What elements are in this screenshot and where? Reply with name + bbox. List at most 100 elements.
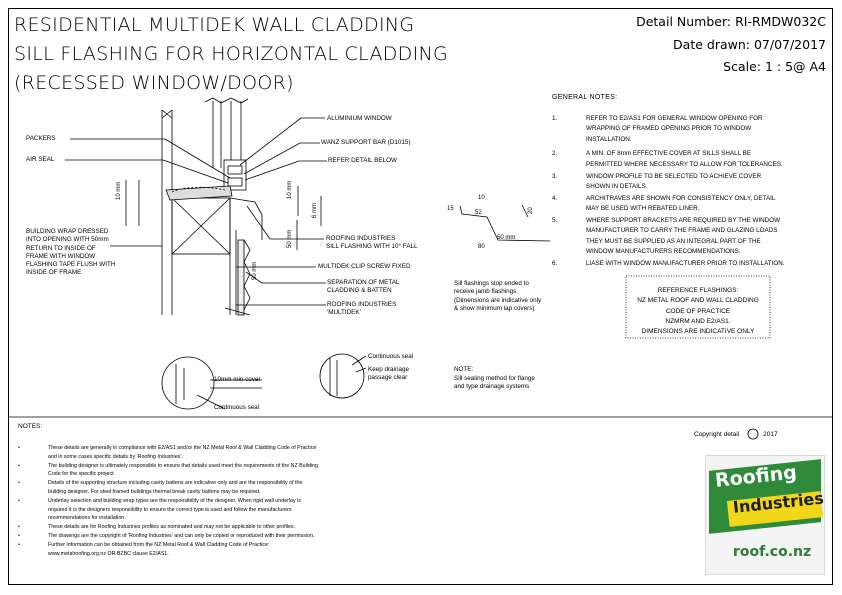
- text-line: receive jamb flashings: [454, 288, 517, 296]
- label-multidek: ROOFING INDUSTRIES 'MULTIDEK': [327, 301, 396, 318]
- text-line: and type drainage systems: [454, 383, 530, 391]
- reference-box: [625, 275, 771, 339]
- bullet-icon: •: [18, 497, 20, 504]
- flashing-dim-50mm: 50 mm: [497, 235, 515, 241]
- dim-10mm-right: 10 mm: [287, 181, 293, 199]
- bullet-icon: •: [18, 541, 20, 548]
- detail-circle-left: [161, 356, 215, 410]
- general-note-text: MAY BE USED WITH REBATED LINER.: [586, 205, 700, 213]
- label-note-heading: NOTE:: [454, 366, 474, 373]
- text-line: SILL FLASHING WITH 10° FALL: [326, 243, 418, 251]
- text-line: FLASHING TAPE FLUSH WITH: [26, 261, 116, 269]
- general-note-text: WRAPPING OF FRAMED OPENING PRIOR TO WIND…: [586, 125, 752, 133]
- text-line: RETURN TO INSIDE OF: [26, 244, 96, 252]
- general-note-text: LIASE WITH WINDOW MANUFACTURER PRIOR TO …: [586, 260, 785, 268]
- note-text: The drawings are the copyright of 'Roofi…: [48, 533, 315, 539]
- note-text: recommendations for installation.: [48, 515, 126, 522]
- note-text: The building designer is ultimately resp…: [48, 462, 318, 469]
- flashing-dim-80: 80: [478, 244, 485, 250]
- roofing-industries-logo: Roofing Industries roof.co.nz: [705, 455, 825, 575]
- reference-line: NZ METAL ROOF AND WALL CLADDING: [637, 297, 759, 305]
- note-text: These details are generally in complianc…: [48, 445, 317, 451]
- note-text: These details are for Roofing Industries…: [48, 524, 296, 531]
- reference-line: REFERENCE FLASHINGS:: [657, 287, 739, 294]
- general-note-text: WHERE SUPPORT BRACKETS ARE REQUIRED BY T…: [586, 217, 781, 225]
- general-note-text: SHOWN IN DETAILS.: [586, 182, 648, 190]
- general-note-number: 2.: [552, 150, 558, 158]
- general-note-number: 3.: [552, 172, 558, 180]
- note-text: and in some cases specific details by 'R…: [48, 453, 183, 460]
- label-air-seal: AIR SEAL: [26, 156, 55, 163]
- text-line: 'MULTIDEK': [327, 309, 361, 317]
- general-note-text: MANUFACTURER TO CARRY THE FRAME AND GLAZ…: [586, 227, 778, 235]
- text-line: FRAME WITH WINDOW: [26, 252, 96, 260]
- text-line: INSIDE OF FRAME: [26, 269, 82, 277]
- text-line: Sill sealing method for flange: [454, 375, 535, 382]
- note-text: Underlay selection and building wrap typ…: [48, 497, 301, 504]
- reference-flashings: REFERENCE FLASHINGS: NZ METAL ROOF AND W…: [626, 286, 770, 337]
- text-line: BUILDING WRAP DRESSED: [26, 228, 109, 235]
- general-note-number: 1.: [552, 115, 558, 122]
- bullet-icon: •: [18, 480, 20, 487]
- text-line: CLADDING & BATTEN: [327, 287, 392, 295]
- title-line-2: SILL FLASHING FOR HORIZONTAL CLADDING: [14, 43, 449, 65]
- text-line: (Dimensions are indicative only: [454, 296, 542, 304]
- flashing-dim-10: 10: [478, 195, 485, 201]
- text-line: SEPARATION OF METAL: [327, 279, 400, 286]
- text-line: Sill flashings stop ended to: [454, 280, 529, 287]
- date-drawn: Date drawn: 07/07/2017: [673, 37, 826, 52]
- note-text: building designer. For steel framed buil…: [48, 488, 261, 495]
- reference-line: NZMRM AND E2/AS1.: [665, 317, 731, 325]
- label-wanz-bar: WANZ SUPPORT BAR (D1015): [321, 139, 411, 146]
- dim-6mm: 6 mm: [312, 203, 318, 218]
- detail-number: Detail Number: RI-RMDW032C: [636, 14, 826, 29]
- dim-50mm: 50 mm: [287, 230, 293, 248]
- logo-url: roof.co.nz: [733, 544, 812, 560]
- bullet-icon: •: [18, 445, 20, 451]
- text-line: INTO OPENING WITH 50mm: [26, 236, 109, 244]
- flashing-profile: [459, 205, 551, 242]
- label-sill-flashing: ROOFING INDUSTRIES SILL FLASHING WITH 10…: [326, 235, 418, 252]
- text-line: & show minimum lap covers): [454, 304, 535, 312]
- label-continuous-seal-2: Continuous seal: [214, 404, 260, 411]
- label-building-wrap: BUILDING WRAP DRESSED INTO OPENING WITH …: [26, 228, 115, 278]
- general-note-text: REFER TO E2/AS1 FOR GENERAL WINDOW OPENI…: [586, 115, 763, 122]
- wall-framing: [161, 109, 263, 316]
- title-line-3: (RECESSED WINDOW/DOOR): [14, 72, 294, 94]
- dim-50mm-2: 50 mm: [252, 262, 258, 280]
- flashing-dim-20: 20: [528, 207, 534, 214]
- label-keep-drainage: Keep drainage passage clear: [368, 366, 409, 383]
- dim-10mm-left: 10 mm: [116, 182, 122, 200]
- note-text: Details of the supporting structure incl…: [48, 480, 303, 487]
- general-note-number: 4.: [552, 194, 558, 202]
- flashing-dim-52: 52: [475, 210, 482, 216]
- text-line: ROOFING INDUSTRIES: [326, 235, 396, 242]
- general-note-text: WINDOW PROFILE TO BE SELECTED TO ACHIEVE…: [586, 172, 762, 180]
- general-note-text: WINDOW MANUFACTURERS RECOMMENDATIONS.: [586, 248, 741, 256]
- general-note-text: THEY MUST BE SUPPLIED AS AN INTEGRAL PAR…: [586, 237, 761, 245]
- note-text: Code for the specific project.: [48, 471, 116, 478]
- drawing-frame: [8, 8, 833, 585]
- copyright-symbol: [747, 428, 759, 440]
- detail-circle-right: [319, 353, 365, 399]
- title-line-1: RESIDENTIAL MULTIDEK WALL CLADDING: [14, 14, 415, 36]
- general-note-text: PERMITTED WHERE NECESSARY TO ALLOW FOR T…: [586, 160, 783, 168]
- general-note-text: INSTALLATION.: [586, 135, 632, 143]
- dimension-marks: [125, 180, 322, 250]
- bullet-icon: •: [18, 524, 20, 531]
- label-sill-note: Sill flashings stop ended to receive jam…: [454, 280, 541, 313]
- general-notes-heading: GENERAL NOTES:: [552, 94, 618, 101]
- copyright-label: Copyright detail: [694, 431, 740, 438]
- label-packers: PACKERS: [26, 135, 56, 142]
- label-clip-screw: MULTIDEK CLIP SCREW FIXED: [318, 263, 411, 270]
- label-separation: SEPARATION OF METAL CLADDING & BATTEN: [327, 279, 399, 296]
- bullet-icon: •: [18, 462, 20, 469]
- leader-lines-left: [65, 138, 231, 247]
- note-text: Further information can be obtained from…: [48, 541, 270, 548]
- notes-heading: NOTES:: [18, 423, 43, 430]
- general-note-text: A MIN. OF 8mm EFFECTIVE COVER AT SILLS S…: [586, 150, 752, 158]
- bullet-icon: •: [18, 533, 20, 539]
- copyright-year: 2017: [763, 431, 778, 438]
- flashing-upstand: [521, 204, 529, 218]
